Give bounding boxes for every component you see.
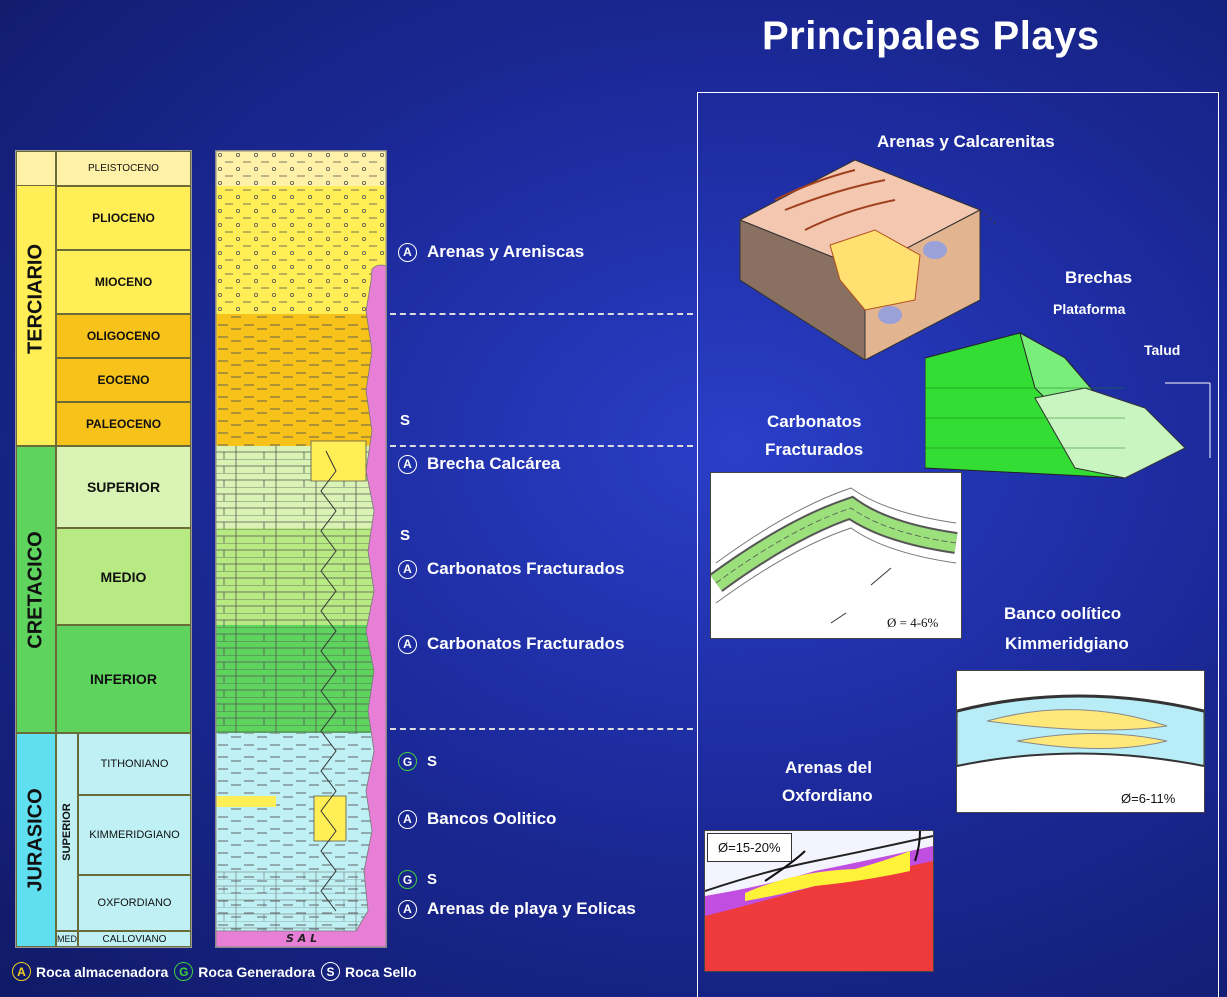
phi-banco: Ø=6-11% (1121, 791, 1176, 806)
epoch-oligoceno: OLIGOCENO (56, 314, 191, 358)
pleistoceno-spacer (16, 151, 56, 186)
label-banco-1: Banco oolítico (1004, 604, 1122, 623)
badge-g-icon: G (398, 752, 417, 771)
epoch-eoceno: EOCENO (56, 358, 191, 402)
epoch-plioceno: PLIOCENO (56, 186, 191, 250)
epoch-oxfordiano: OXFORDIANO (78, 875, 191, 931)
jurassic-superior: SUPERIOR (56, 733, 78, 931)
epoch-calloviano: CALLOVIANO (78, 931, 191, 947)
epoch-mioceno: MIOCENO (56, 250, 191, 314)
badge-a-icon: A (398, 899, 417, 919)
play-sello-1: S (400, 412, 410, 429)
label-talud: Talud (1144, 342, 1181, 358)
legend: A Roca almacenadora G Roca Generadora S … (12, 962, 417, 981)
label-brechas: Brechas (1065, 268, 1133, 287)
epoch-tithoniano: TITHONIANO (78, 733, 191, 795)
label-plataforma: Plataforma (1053, 301, 1126, 317)
column-base-label: S A L (286, 932, 318, 945)
epoch-kimmeridgiano: KIMMERIDGIANO (78, 795, 191, 875)
legend-g-icon: G (174, 962, 194, 981)
label-carbonatos-2: Fracturados (765, 440, 864, 459)
play-sello-2: S (400, 527, 410, 544)
epoch-inferior: INFERIOR (56, 625, 191, 733)
badge-g-icon: G (398, 870, 417, 889)
stratigraphic-chart: TERCIARIO CRETACICO JURASICO SUPERIOR ME… (15, 150, 192, 948)
period-terciario: TERCIARIO (16, 151, 56, 446)
play-label: Carbonatos Fracturados (427, 559, 625, 578)
period-terciario-label: TERCIARIO (24, 243, 47, 354)
page-title: Principales Plays (762, 14, 1100, 58)
dashed-line-2 (390, 445, 693, 447)
label-arenas-ox-1: Arenas del (785, 758, 872, 777)
period-cretacico-label: CRETACICO (24, 530, 47, 649)
plays-panel (697, 92, 1219, 997)
badge-a-icon: A (398, 454, 417, 474)
lithologic-column: S A L (215, 150, 387, 948)
period-jurasico: JURASICO (16, 733, 56, 947)
legend-roca-sello: Roca Sello (345, 963, 417, 980)
badge-a-icon: A (398, 634, 417, 654)
jurassic-superior-label: SUPERIOR (61, 803, 73, 861)
play-label: S (400, 527, 411, 544)
legend-a-icon: A (12, 962, 31, 981)
legend-roca-almacenadora: Roca almacenadora (36, 963, 169, 980)
label-carbonatos-1: Carbonatos (767, 412, 862, 431)
play-generadora-2: G S (398, 870, 437, 889)
period-cretacico: CRETACICO (16, 446, 56, 733)
med-label: MED (56, 931, 78, 947)
play-generadora-1: G S (398, 752, 437, 771)
epoch-pleistoceno: PLEISTOCENO (56, 151, 191, 186)
play-bancos-oolitico: A Bancos Oolitico (398, 809, 556, 829)
epoch-superior: SUPERIOR (56, 446, 191, 528)
play-label: Brecha Calcárea (427, 454, 561, 473)
oxfordiano-drawing (704, 830, 934, 971)
badge-a-icon: A (398, 559, 417, 579)
phi-carbonatos: Ø = 4-6% (887, 615, 939, 630)
play-brecha-calcarea: A Brecha Calcárea (398, 454, 560, 474)
play-label: S (427, 753, 438, 770)
play-label: Arenas de playa y Eolicas (427, 899, 636, 918)
carbonatos-diagram: Ø = 4-6% (709, 472, 962, 639)
legend-roca-generadora: Roca Generadora (198, 963, 316, 980)
label-arenas-calcarenitas: Arenas y Calcarenitas (877, 132, 1055, 151)
play-label: Arenas y Areniscas (427, 242, 585, 261)
brechas-diagram (925, 331, 1211, 479)
play-label: S (427, 871, 438, 888)
anticline-drawing (709, 487, 958, 624)
play-arenas-areniscas: A Arenas y Areniscas (398, 242, 584, 262)
period-jurasico-label: JURASICO (24, 788, 47, 892)
epoch-medio: MEDIO (56, 528, 191, 625)
banco-drawing (956, 694, 1205, 767)
legend-s-icon: S (321, 962, 341, 981)
play-label: Bancos Oolitico (427, 809, 557, 828)
play-label: Carbonatos Fracturados (427, 634, 625, 653)
badge-a-icon: A (398, 809, 417, 829)
play-label: S (400, 412, 411, 429)
dashed-line-3 (390, 728, 693, 730)
play-carbonatos-fracturados-2: A Carbonatos Fracturados (398, 634, 624, 654)
lithology-drawing (216, 151, 386, 947)
banco-oolitico-diagram: Ø=6-11% (956, 670, 1205, 813)
badge-a-icon: A (398, 242, 417, 262)
dashed-line-1 (390, 313, 693, 315)
arenas-oxfordiano-diagram: Ø=15-20% (704, 830, 934, 972)
label-arenas-ox-2: Oxfordiano (782, 786, 873, 805)
play-arenas-playa-eolicas: A Arenas de playa y Eolicas (398, 899, 636, 919)
epoch-paleoceno: PALEOCENO (56, 402, 191, 446)
label-banco-2: Kimmeridgiano (1005, 634, 1129, 653)
play-carbonatos-fracturados-1: A Carbonatos Fracturados (398, 559, 624, 579)
arenas-block-diagram (738, 159, 998, 360)
phi-oxfordiano: Ø=15-20% (707, 833, 792, 862)
